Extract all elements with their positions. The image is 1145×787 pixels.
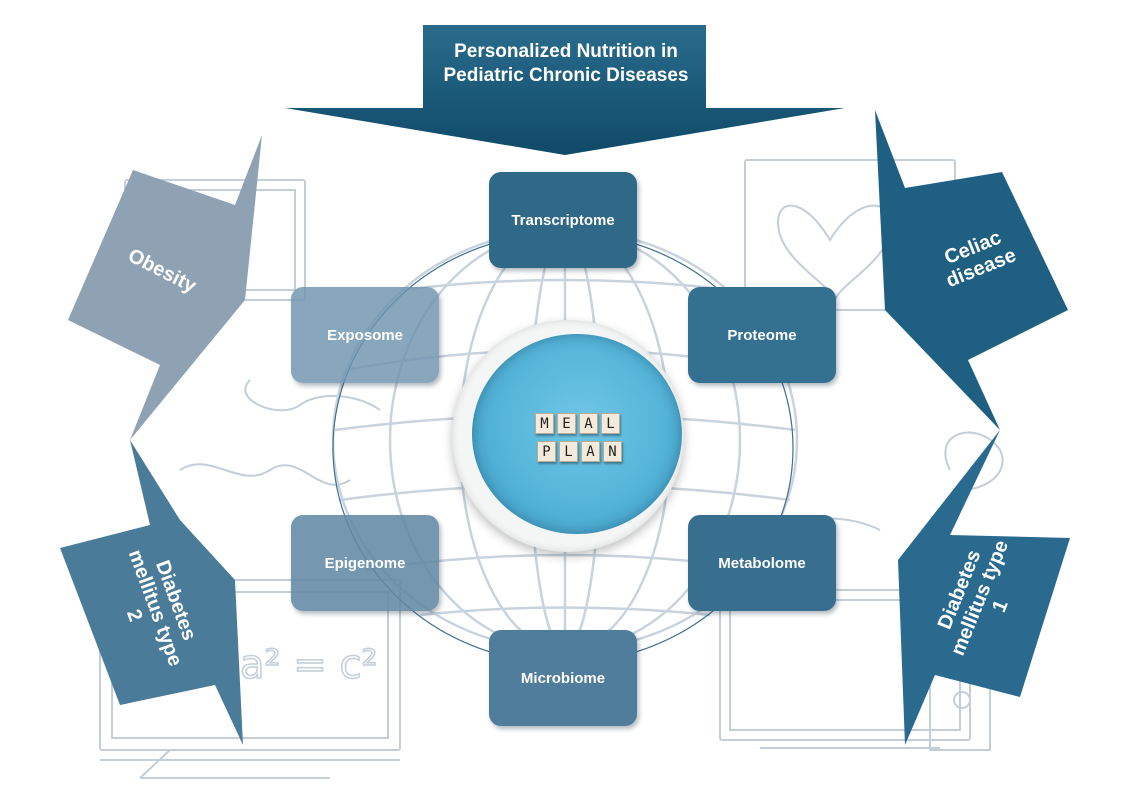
title-arrow — [285, 25, 845, 155]
celiac-callout — [875, 110, 1068, 430]
diabetes2-callout — [60, 440, 243, 745]
tile: L — [601, 413, 620, 434]
diagram-title: Personalized Nutrition in Pediatric Chro… — [443, 41, 689, 86]
exposome-box: Exposome — [291, 287, 439, 383]
proteome-box: Proteome — [688, 287, 836, 383]
tile: A — [579, 413, 598, 434]
plan-tiles: P L A N — [537, 441, 622, 462]
obesity-callout — [68, 135, 262, 440]
epigenome-box: Epigenome — [291, 515, 439, 611]
microbiome-label: Microbiome — [520, 669, 606, 687]
plate-center — [472, 334, 682, 534]
metabolome-box: Metabolome — [688, 515, 836, 611]
background-formula: a² = c² — [240, 642, 378, 688]
microbiome-box: Microbiome — [489, 630, 637, 726]
metabolome-label: Metabolome — [718, 554, 806, 572]
tile: L — [559, 441, 578, 462]
transcriptome-box: Transcriptome — [489, 172, 637, 268]
tile: P — [537, 441, 556, 462]
tile: M — [535, 413, 554, 434]
meal-tiles: M E A L — [535, 413, 620, 434]
epigenome-label: Epigenome — [324, 554, 406, 572]
proteome-label: Proteome — [727, 326, 797, 344]
tile: A — [581, 441, 600, 462]
diabetes1-callout — [898, 430, 1070, 745]
exposome-label: Exposome — [327, 326, 403, 344]
tile: E — [557, 413, 576, 434]
transcriptome-label: Transcriptome — [511, 211, 615, 229]
tile: N — [603, 441, 622, 462]
